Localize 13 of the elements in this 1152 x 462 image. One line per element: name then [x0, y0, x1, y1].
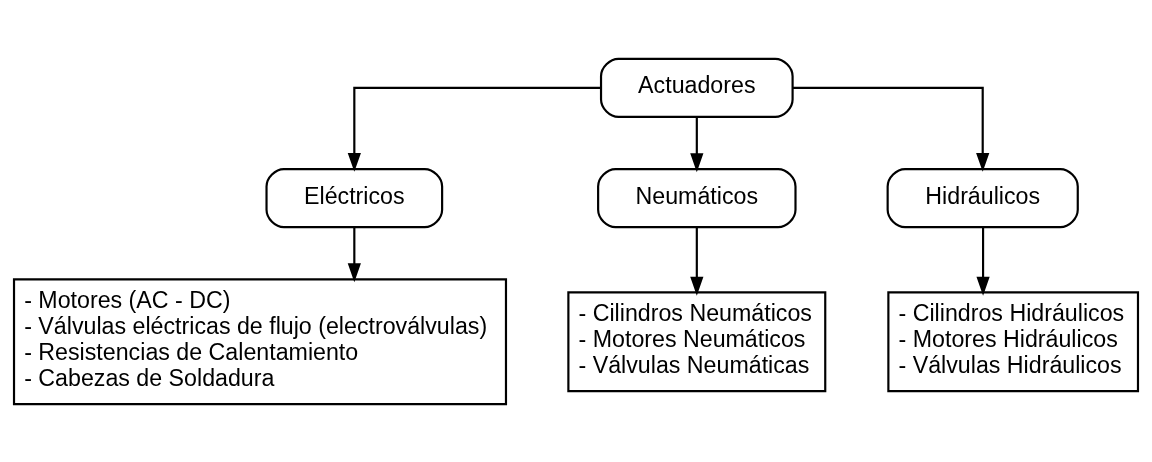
- node-box: Hidráulicos: [886, 167, 1079, 228]
- node-box: - Cilindros Hidráulicos - Motores Hidráulicos - Válvulas Hidráulicos: [887, 290, 1140, 392]
- arrow: [976, 226, 990, 296]
- node-box: Neumáticos: [597, 167, 797, 228]
- arrow: [690, 226, 704, 296]
- node-box: - Cilindros Neumáticos - Motores Neumáticos - Válvulas Neumáticas: [567, 290, 827, 392]
- arrow: [347, 226, 361, 282]
- arrow: [690, 116, 704, 172]
- node-box: Eléctricos: [265, 167, 444, 228]
- node-box: Actuadores: [599, 57, 794, 118]
- arrow: [792, 86, 990, 172]
- node-box: - Motores (AC - DC) - Válvulas eléctricas de flujo (electroválvulas) - Resistencias de Calentamiento - Cabezas de Soldadura: [12, 277, 508, 405]
- arrow: [347, 86, 601, 172]
